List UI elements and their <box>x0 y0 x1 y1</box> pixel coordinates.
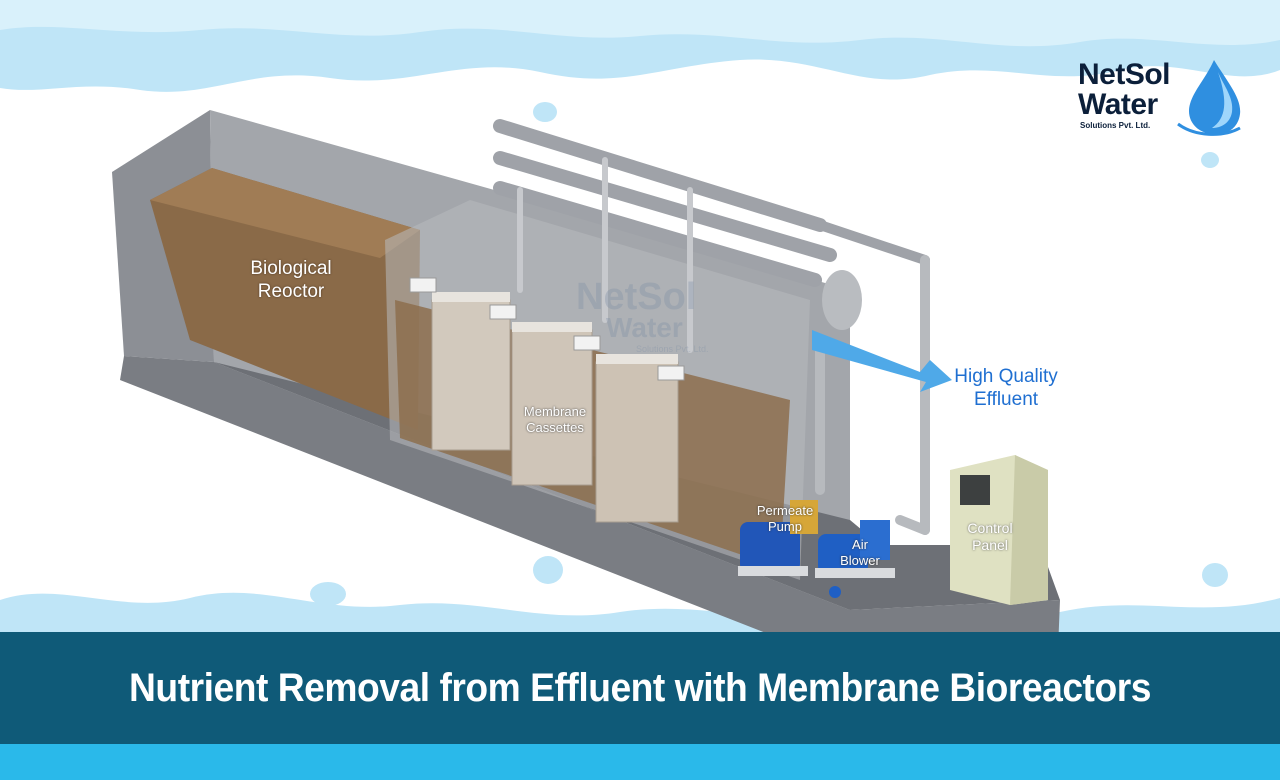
label-control-panel: Control Panel <box>967 520 1013 553</box>
water-drop-icon <box>1177 60 1241 136</box>
cassette-header <box>409 277 437 293</box>
membrane-cassette-1 <box>431 292 511 451</box>
logo-line1: NetSol <box>1078 58 1171 91</box>
bottom-accent-strip <box>0 744 1280 780</box>
sludge-surface <box>150 168 420 258</box>
bubble <box>533 102 557 122</box>
membrane-cassette-3 <box>595 354 679 523</box>
bubble <box>310 582 346 606</box>
permeate-tank <box>822 270 862 330</box>
air-blower <box>815 520 895 598</box>
label-membrane-cassettes: Membrane Cassettes <box>523 404 587 435</box>
permeate-pump <box>738 500 818 576</box>
tank-base-front <box>120 356 1060 662</box>
overhead-pipes <box>493 119 930 535</box>
banner-title: Nutrient Removal from Effluent with Memb… <box>129 666 1151 780</box>
watermark-line2: Water <box>606 312 683 343</box>
bubble <box>1201 152 1219 168</box>
cassette-header <box>657 365 685 381</box>
label-permeate-pump: Permeate Pump <box>756 503 814 534</box>
label-air-blower: Air Blower <box>840 537 880 568</box>
control-panel <box>950 455 1048 605</box>
logo-line2: Water <box>1078 88 1158 121</box>
cassette-header <box>573 335 601 351</box>
logo-tagline: Solutions Pvt. Ltd. <box>1080 121 1151 130</box>
watermark: NetSol Water Solutions Pvt. Ltd. <box>576 276 776 366</box>
label-biological-reactor: Biological Reoctor <box>250 258 332 302</box>
membrane-cassette-2 <box>511 322 593 486</box>
watermark-line1: NetSol <box>576 276 697 318</box>
watermark-tagline: Solutions Pvt. Ltd. <box>636 344 709 354</box>
title-banner: Nutrient Removal from Effluent with Memb… <box>0 632 1280 780</box>
bubble <box>533 556 563 584</box>
label-high-quality-effluent: High Quality Effluent <box>954 366 1058 410</box>
top-wave-light <box>0 0 1280 47</box>
netsol-logo: NetSol Water Solutions Pvt. Ltd. <box>1074 58 1254 138</box>
bubble <box>1202 563 1228 587</box>
effluent-arrow <box>812 330 952 392</box>
cassette-header <box>489 304 517 320</box>
